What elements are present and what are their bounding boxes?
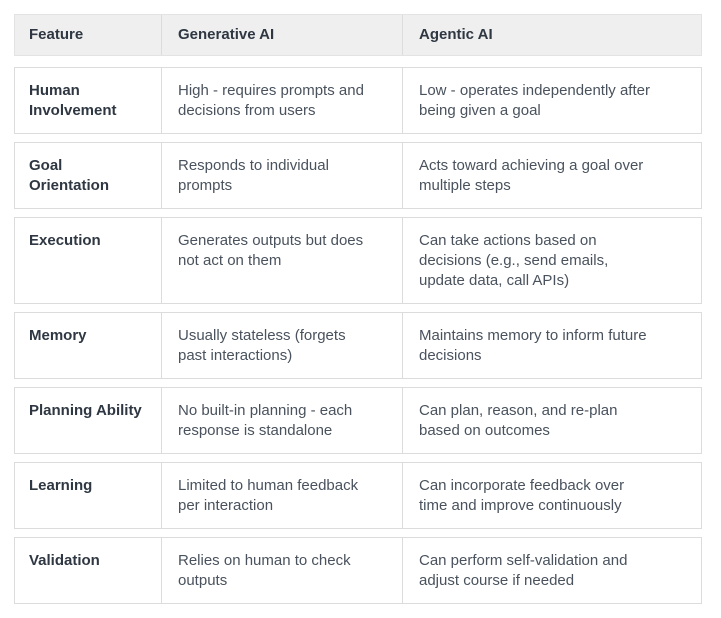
generative-ai-cell: High - requires prompts and decisions fr…	[161, 68, 402, 133]
table-header-row: Feature Generative AI Agentic AI	[14, 14, 702, 56]
agentic-ai-cell: Can plan, reason, and re-plan based on o…	[402, 388, 701, 453]
table-row-human-involvement: Human Involvement High - requires prompt…	[14, 67, 702, 134]
generative-ai-cell: Usually stateless (forgets past interact…	[161, 313, 402, 378]
feature-cell: Goal Orientation	[29, 157, 110, 194]
table-row-goal-orientation: Goal Orientation Responds to individual …	[14, 142, 702, 209]
ai-comparison-table: Feature Generative AI Agentic AI Human I…	[14, 14, 702, 604]
agentic-ai-cell: Low - operates independently after being…	[402, 68, 701, 133]
agentic-ai-cell: Acts toward achieving a goal over multip…	[402, 143, 701, 208]
column-header-agentic-ai: Agentic AI	[402, 15, 701, 55]
column-header-generative-ai: Generative AI	[161, 15, 402, 55]
agentic-ai-cell: Can incorporate feedback over time and i…	[402, 463, 701, 528]
table-row-validation: Validation Relies on human to check outp…	[14, 537, 702, 604]
column-header-feature: Feature	[29, 26, 84, 43]
feature-cell: Planning Ability	[29, 402, 142, 419]
generative-ai-cell: Generates outputs but does not act on th…	[161, 218, 402, 303]
generative-ai-cell: Limited to human feedback per interactio…	[161, 463, 402, 528]
feature-cell: Human Involvement	[29, 82, 117, 119]
generative-ai-cell: Responds to individual prompts	[161, 143, 402, 208]
feature-cell: Validation	[29, 552, 100, 569]
feature-cell: Execution	[29, 232, 101, 249]
table-row-learning: Learning Limited to human feedback per i…	[14, 462, 702, 529]
feature-cell: Memory	[29, 327, 87, 344]
feature-cell: Learning	[29, 477, 93, 494]
generative-ai-cell: Relies on human to check outputs	[161, 538, 402, 603]
agentic-ai-cell: Maintains memory to inform future decisi…	[402, 313, 701, 378]
agentic-ai-cell: Can perform self-validation and adjust c…	[402, 538, 701, 603]
agentic-ai-cell: Can take actions based on decisions (e.g…	[402, 218, 701, 303]
table-row-memory: Memory Usually stateless (forgets past i…	[14, 312, 702, 379]
table-row-planning-ability: Planning Ability No built-in planning - …	[14, 387, 702, 454]
table-row-execution: Execution Generates outputs but does not…	[14, 217, 702, 304]
generative-ai-cell: No built-in planning - each response is …	[161, 388, 402, 453]
